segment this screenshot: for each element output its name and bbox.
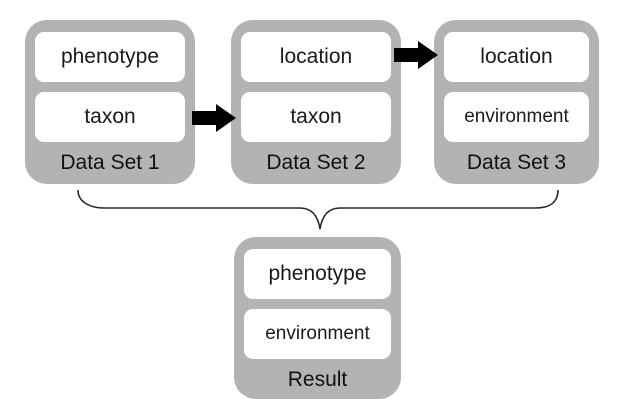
data-set-2-group: location taxon Data Set 2 bbox=[231, 20, 401, 184]
data-set-1-field-taxon: taxon bbox=[35, 92, 185, 142]
data-set-3-field-location: location bbox=[444, 32, 589, 82]
result-field-environment: environment bbox=[244, 309, 391, 359]
data-set-3-caption: Data Set 3 bbox=[466, 151, 567, 174]
data-set-1-field-phenotype: phenotype bbox=[35, 32, 185, 82]
data-set-1-group: phenotype taxon Data Set 1 bbox=[25, 20, 195, 184]
merge-brace bbox=[77, 189, 559, 230]
data-set-2-field-location: location bbox=[241, 32, 391, 82]
result-field-phenotype: phenotype bbox=[244, 249, 391, 299]
result-group: phenotype environment Result bbox=[234, 237, 401, 399]
arrow-taxon-join bbox=[192, 104, 236, 132]
data-set-2-caption: Data Set 2 bbox=[266, 151, 366, 174]
data-set-3-field-environment: environment bbox=[444, 92, 589, 142]
data-set-1-caption: Data Set 1 bbox=[60, 151, 160, 174]
data-set-3-group: location environment Data Set 3 bbox=[434, 20, 599, 184]
result-caption: Result bbox=[287, 368, 348, 391]
data-set-2-field-taxon: taxon bbox=[241, 92, 391, 142]
